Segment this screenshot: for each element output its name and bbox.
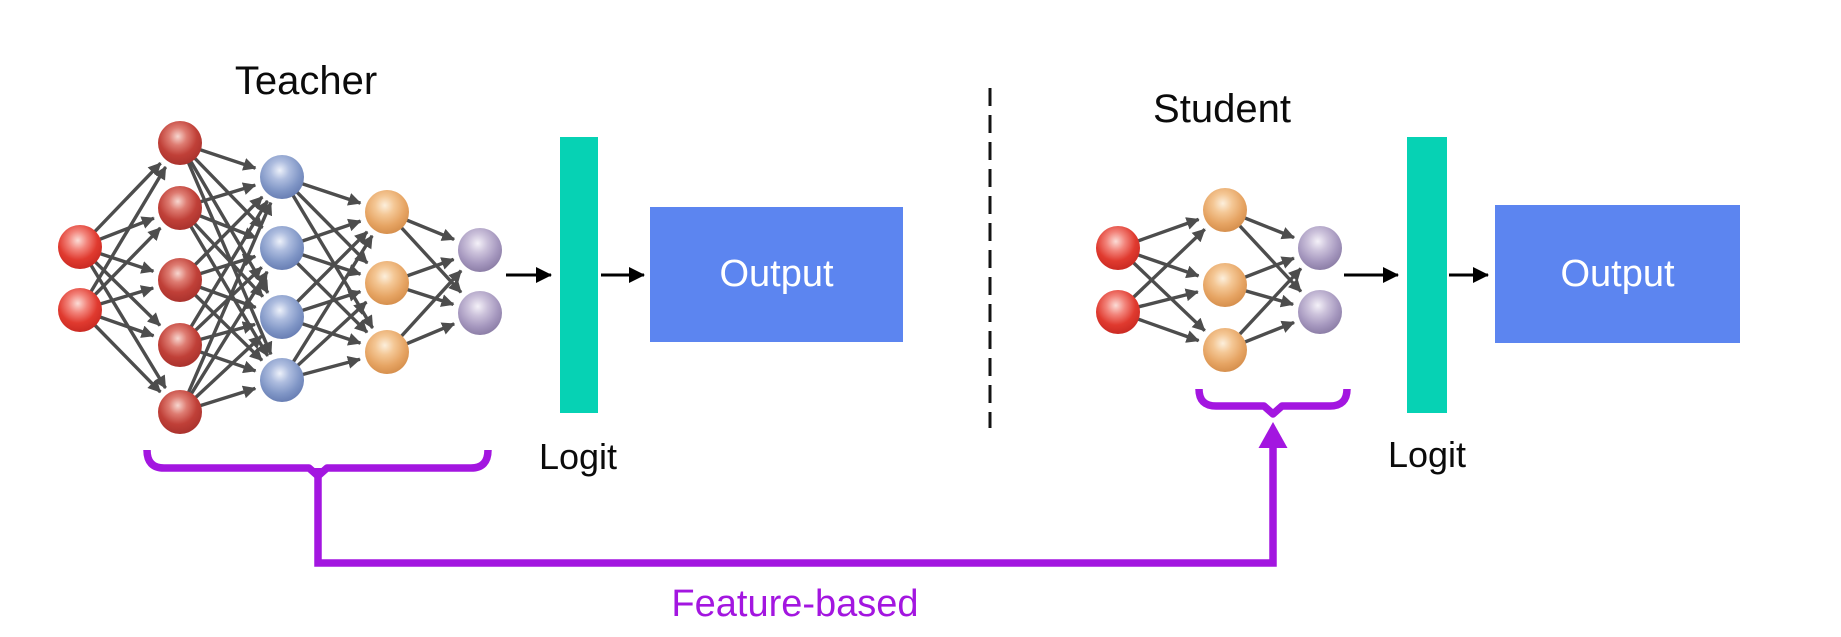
neuron-node — [58, 288, 102, 332]
neuron-node — [260, 226, 304, 270]
teacher-logit-label: Logit — [538, 436, 618, 477]
teacher-output-box: Output — [650, 207, 903, 342]
student-output-label: Output — [1560, 252, 1675, 295]
neuron-node — [365, 261, 409, 305]
student-logit-label: Logit — [1387, 434, 1467, 475]
neuron-node — [1298, 290, 1342, 334]
neuron-node — [260, 358, 304, 402]
student-network-title: Student — [1153, 87, 1291, 131]
neuron-node — [260, 155, 304, 199]
student-logit-bar — [1407, 137, 1447, 413]
neuron-node — [1203, 263, 1247, 307]
teacher-logit-bar — [560, 137, 598, 413]
neuron-node — [58, 225, 102, 269]
student-feature-brace — [1195, 388, 1351, 418]
feature-based-label: Feature-based — [671, 583, 919, 625]
neuron-node — [1203, 188, 1247, 232]
neuron-node — [365, 330, 409, 374]
neuron-node — [1298, 226, 1342, 270]
neuron-node — [260, 295, 304, 339]
neuron-node — [158, 258, 202, 302]
neuron-node — [365, 190, 409, 234]
feature-transfer-arrowhead — [1258, 422, 1288, 448]
teacher-network-title: Teacher — [234, 59, 378, 103]
neuron-node — [158, 186, 202, 230]
neuron-node — [1096, 226, 1140, 270]
neuron-node — [1203, 328, 1247, 372]
neuron-node — [158, 390, 202, 434]
neuron-node — [158, 121, 202, 165]
neuron-node — [1096, 290, 1140, 334]
teacher-network-nodes — [58, 121, 502, 434]
student-network-nodes — [1096, 188, 1342, 372]
neuron-node — [458, 228, 502, 272]
feature-transfer-connector — [314, 448, 1277, 567]
student-output-box: Output — [1495, 205, 1740, 343]
neuron-node — [458, 291, 502, 335]
teacher-output-label: Output — [719, 253, 834, 295]
neuron-node — [158, 323, 202, 367]
